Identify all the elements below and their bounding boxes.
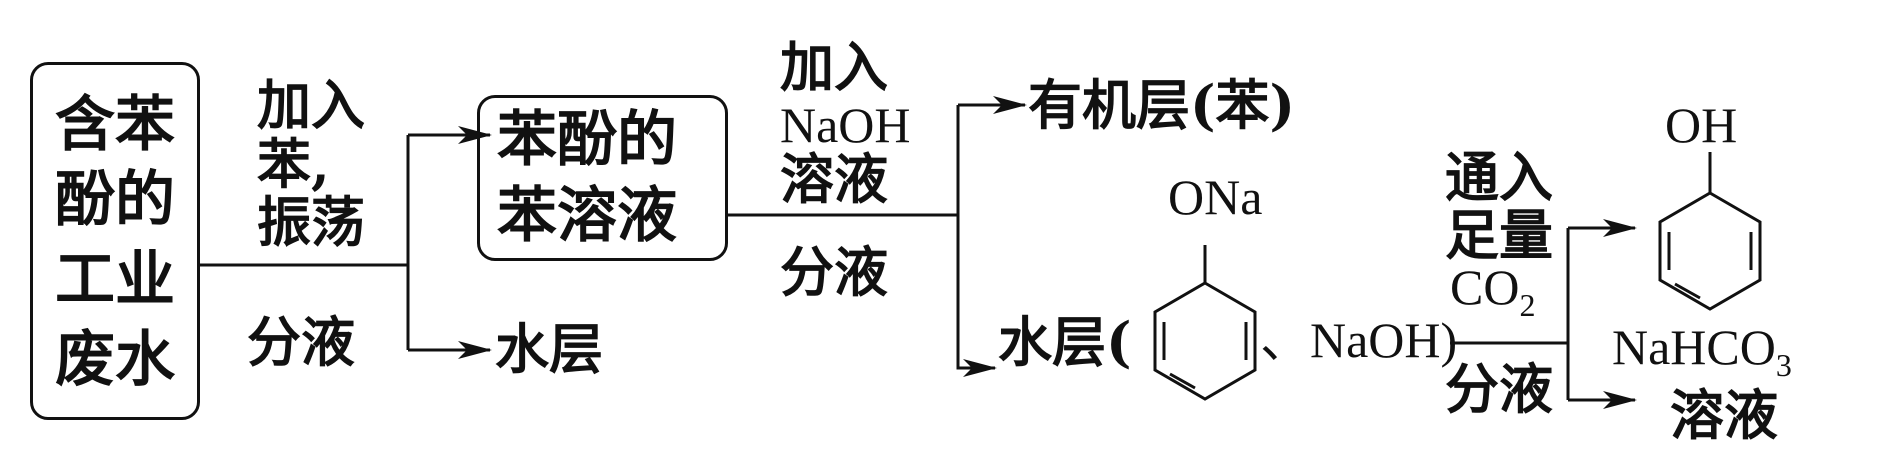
step1-reagent-line-1: 加入	[257, 73, 365, 137]
step1-reagent-line-3: 振荡	[257, 190, 365, 254]
phenol-substituent: OH	[1665, 97, 1738, 153]
bicarbonate-formula-main: NaHCO	[1612, 319, 1776, 375]
phenol-structure	[1658, 152, 1762, 311]
organic-layer: 有机层(苯)	[1028, 73, 1296, 137]
arrow-to-aqueous2	[956, 332, 997, 377]
bicarbonate-subscript: 3	[1775, 347, 1792, 383]
start-box-line-2: 酚的	[55, 165, 175, 235]
phenoxide-substituent: ONa	[1168, 169, 1263, 225]
start-box-line-3: 工业	[55, 245, 175, 315]
start-box-line-1: 含苯	[55, 90, 175, 160]
aqueous-layer-1: 水层	[495, 317, 603, 381]
step3-reagent-line-3: CO2	[1450, 259, 1535, 321]
start-box	[30, 62, 200, 420]
step1-operation: 分液	[247, 310, 355, 374]
start-box-line-4: 废水	[55, 325, 175, 395]
step3-operation: 分液	[1445, 357, 1553, 421]
aqueous-layer-2-prefix: 水层(	[998, 310, 1132, 374]
mid-box	[477, 95, 728, 261]
co2-subscript: 2	[1519, 287, 1536, 323]
step3-reagent-line-2: 足量	[1445, 203, 1553, 267]
step1-reagent-line-2: 苯,	[257, 132, 330, 196]
bicarbonate-formula: NaHCO3	[1612, 319, 1792, 381]
step2-reagent-line-2: NaOH	[780, 97, 911, 153]
bicarbonate-solution-label: 溶液	[1670, 383, 1778, 447]
step2-operation: 分液	[780, 240, 888, 304]
mid-box-line-1: 苯酚的	[497, 105, 677, 175]
step2-reagent-line-3: 溶液	[780, 147, 888, 211]
step3-reagent-line-1: 通入	[1445, 145, 1553, 209]
step2-reagent-line-1: 加入	[780, 35, 888, 99]
co2-formula: CO	[1450, 259, 1520, 315]
sodium-phenoxide-structure	[1153, 245, 1257, 401]
mid-box-line-2: 苯溶液	[497, 181, 677, 251]
aqueous-layer-2-suffix: 、NaOH)	[1260, 312, 1458, 368]
